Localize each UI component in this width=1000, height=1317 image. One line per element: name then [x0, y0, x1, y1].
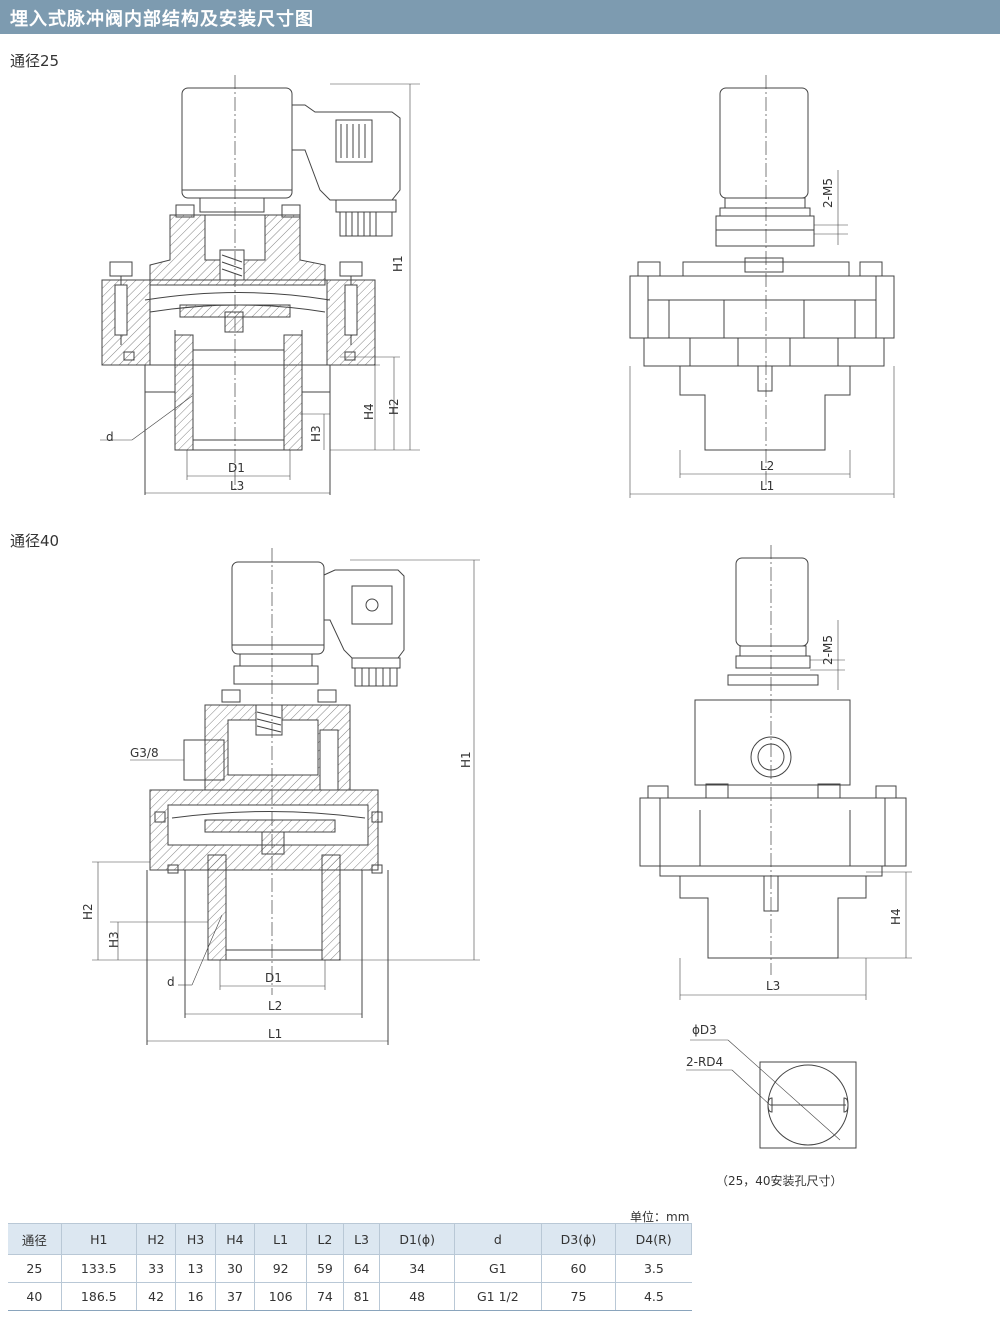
table-cell: 25 — [8, 1254, 62, 1283]
dn40-h1-label: H1 — [459, 751, 473, 768]
table-header-cell: D4(R) — [615, 1223, 692, 1255]
table-cell: 34 — [379, 1254, 455, 1283]
section-dn40-label: 通径40 — [10, 532, 60, 550]
table-cell: 133.5 — [60, 1254, 137, 1283]
table-cell: 30 — [214, 1254, 255, 1283]
dn25-m5-label: 2-M5 — [821, 178, 835, 208]
table-header-cell: 通径 — [8, 1223, 62, 1255]
table-cell: 16 — [175, 1282, 216, 1311]
table-cell: 48 — [379, 1282, 455, 1311]
table-cell: 37 — [214, 1282, 255, 1311]
table-header-row: 通径 H1 H2 H3 H4 L1 L2 L3 D1(ϕ) d D3(ϕ) D4… — [8, 1223, 692, 1255]
mount-d3-label: ϕD3 — [692, 1023, 717, 1037]
dn25-d-label: d — [106, 430, 114, 444]
table-cell: 3.5 — [615, 1254, 692, 1283]
mount-caption: （25，40安装孔尺寸） — [716, 1173, 843, 1188]
table-header-cell: H2 — [135, 1223, 177, 1255]
table-cell: 42 — [135, 1282, 176, 1311]
table-cell: 59 — [306, 1254, 344, 1283]
dn40-front-view — [92, 548, 480, 1045]
dn25-l1-label: L1 — [760, 479, 774, 493]
table-header-cell: L2 — [306, 1223, 344, 1255]
dn40-h2-label: H2 — [81, 903, 95, 920]
dn40-h4-label: H4 — [889, 908, 903, 925]
page-title: 埋入式脉冲阀内部结构及安装尺寸图 — [10, 9, 314, 30]
dn40-g38-label: G3/8 — [130, 746, 159, 760]
table-cell: 106 — [254, 1282, 307, 1311]
table-cell: 92 — [254, 1254, 307, 1283]
unit-label: 单位：mm — [630, 1210, 690, 1224]
table-header-cell: D3(ϕ) — [540, 1223, 617, 1255]
dn40-l3-label: L3 — [766, 979, 780, 993]
dn25-h1-label: H1 — [391, 255, 405, 272]
dn40-l1-label: L1 — [268, 1027, 282, 1041]
section-dn25-label: 通径25 — [10, 52, 60, 70]
dn25-h4-label: H4 — [362, 403, 376, 420]
dn40-m5-label: 2-M5 — [821, 635, 835, 665]
dn25-l3-label: L3 — [230, 479, 244, 493]
dn25-h2-label: H2 — [387, 398, 401, 415]
table-cell: 81 — [342, 1282, 380, 1311]
dn40-d-label: d — [167, 975, 175, 989]
dn25-side-view — [629, 75, 895, 498]
table-cell: 13 — [175, 1254, 216, 1283]
table-cell: 33 — [135, 1254, 176, 1283]
dn40-d1-label: D1 — [265, 971, 282, 985]
table-cell: G1 — [454, 1254, 542, 1283]
spec-table: 通径 H1 H2 H3 H4 L1 L2 L3 D1(ϕ) d D3(ϕ) D4… — [8, 1223, 692, 1311]
table-header-cell: d — [454, 1223, 542, 1255]
table-header-cell: D1(ϕ) — [379, 1223, 456, 1255]
table-cell: 74 — [306, 1282, 344, 1311]
mount-rd4-label: 2-RD4 — [686, 1055, 723, 1069]
table-header-cell: H1 — [60, 1223, 137, 1255]
table-header-cell: L3 — [342, 1223, 381, 1255]
table-cell: G1 1/2 — [454, 1282, 542, 1311]
dn25-l2-label: L2 — [760, 459, 774, 473]
table-cell: 186.5 — [60, 1282, 137, 1311]
dn25-front-view — [100, 75, 420, 495]
table-cell: 40 — [8, 1282, 62, 1311]
table-row: 40 186.5 42 16 37 106 74 81 48 G1 1/2 75… — [8, 1282, 692, 1311]
table-cell: 60 — [540, 1254, 616, 1283]
table-cell: 75 — [540, 1282, 616, 1311]
table-cell: 64 — [342, 1254, 380, 1283]
dn25-h3-label: H3 — [309, 425, 323, 442]
title-bar: 埋入式脉冲阀内部结构及安装尺寸图 — [0, 0, 1000, 34]
table-header-cell: H3 — [175, 1223, 216, 1255]
table-cell: 4.5 — [615, 1282, 692, 1311]
dn40-h3-label: H3 — [107, 931, 121, 948]
dn40-side-view — [639, 545, 912, 1000]
table-header-cell: H4 — [214, 1223, 256, 1255]
table-row: 25 133.5 33 13 30 92 59 64 34 G1 60 3.5 — [8, 1254, 692, 1283]
dn25-d1-label: D1 — [228, 461, 245, 475]
table-header-cell: L1 — [254, 1223, 308, 1255]
mounting-hole-detail — [686, 1039, 857, 1149]
dimension-labels: H1 H2 H4 H3 D1 L3 d L2 L1 2-M5 H1 H2 H3 … — [81, 178, 903, 1188]
dn40-l2-label: L2 — [268, 999, 282, 1013]
